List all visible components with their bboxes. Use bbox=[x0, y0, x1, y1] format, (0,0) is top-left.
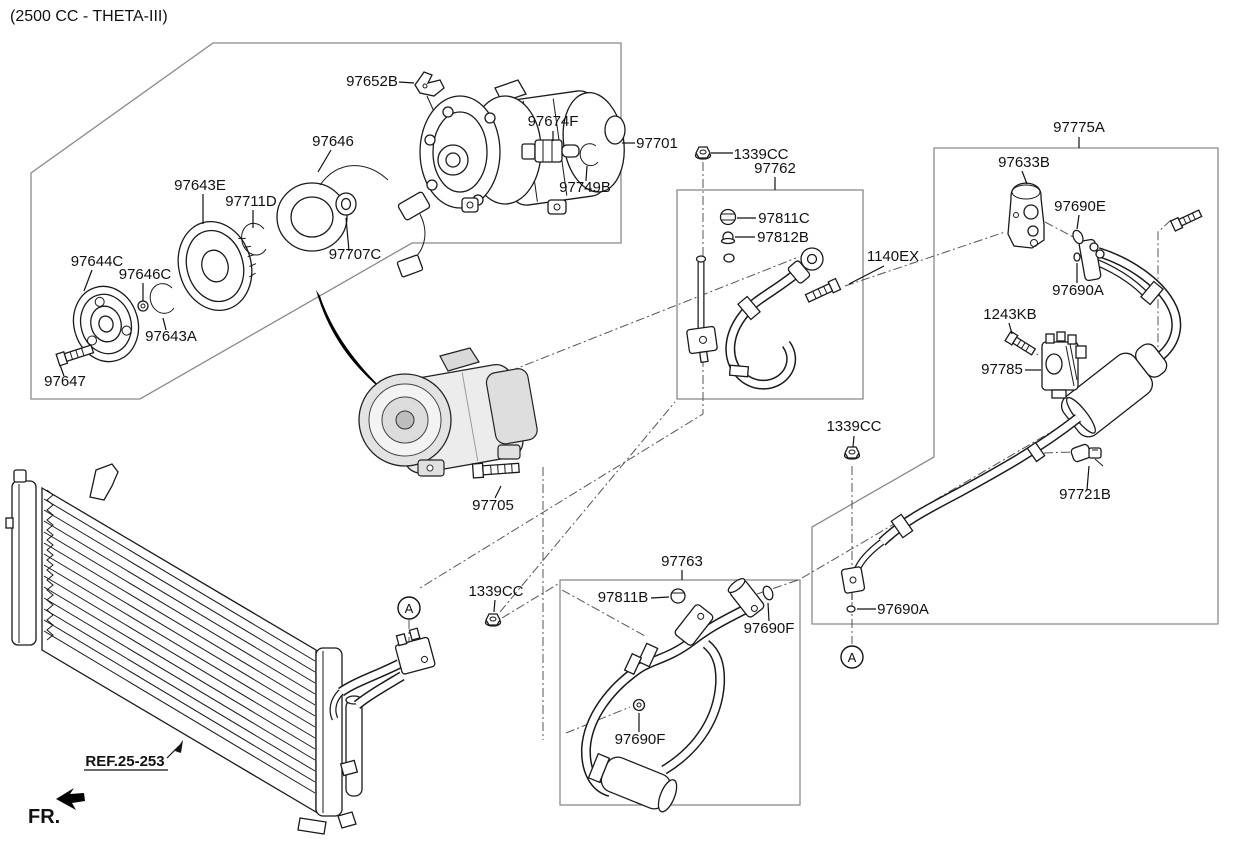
pulley-97643E bbox=[177, 220, 257, 312]
callout-97812B: 97812B bbox=[757, 229, 809, 246]
callout-97762: 97762 bbox=[754, 160, 796, 177]
bracket-97785 bbox=[1041, 331, 1087, 399]
oring-97690F-upper bbox=[762, 585, 774, 601]
callout-97811C: 97811C bbox=[758, 210, 810, 227]
cap-small-97762 bbox=[723, 253, 735, 263]
callout-97690F-upper: 97690F bbox=[744, 620, 795, 637]
washer-97646C bbox=[137, 300, 149, 312]
callout-97690E: 97690E bbox=[1054, 198, 1106, 215]
nut-1339CC-top-icon bbox=[694, 146, 712, 160]
leader-lines bbox=[59, 81, 1090, 732]
callout-97721B: 97721B bbox=[1059, 486, 1111, 503]
bolt-1243KB-icon bbox=[1004, 330, 1037, 356]
hose-97763-assembly bbox=[580, 578, 774, 813]
view-marker-A-left-label: A bbox=[405, 601, 414, 616]
page-title: (2500 CC - THETA-III) bbox=[10, 8, 168, 25]
compressor-exploded-view bbox=[419, 79, 626, 215]
hose-97763-box bbox=[559, 579, 801, 806]
cap-97812B bbox=[720, 231, 736, 245]
callout-97749B: 97749B bbox=[559, 179, 611, 196]
callout-97711D: 97711D bbox=[225, 193, 277, 210]
callout-1339CC-mid: 1339CC bbox=[826, 418, 881, 435]
bearing-97707C bbox=[335, 192, 357, 216]
valve-97674F bbox=[521, 139, 580, 163]
field-coil-97646 bbox=[276, 165, 431, 278]
callout-97643A: 97643A bbox=[145, 328, 197, 345]
clip-97652B bbox=[414, 71, 445, 97]
callout-97705: 97705 bbox=[472, 497, 514, 514]
fr-label: FR. bbox=[28, 806, 60, 828]
callout-97701: 97701 bbox=[636, 135, 678, 152]
clamp-ring bbox=[1026, 441, 1046, 463]
fr-direction-arrow-icon bbox=[56, 788, 85, 810]
callout-97652B: 97652B bbox=[346, 73, 398, 90]
callout-97647: 97647 bbox=[44, 373, 86, 390]
nut-1339CC-left-icon bbox=[484, 613, 502, 627]
condenser bbox=[5, 463, 363, 835]
nut-1339CC-mid-icon bbox=[843, 446, 861, 460]
callout-97643E: 97643E bbox=[174, 177, 226, 194]
callout-97785: 97785 bbox=[981, 361, 1023, 378]
callout-1339CC-top: 1339CC bbox=[733, 146, 788, 163]
view-marker-A-right: A bbox=[840, 645, 864, 669]
sensor-97721B bbox=[1070, 443, 1104, 467]
condenser-corrugation bbox=[46, 489, 54, 641]
callout-1140EX: 1140EX bbox=[867, 248, 919, 265]
construction-lines bbox=[408, 162, 1172, 740]
detail-boxes bbox=[30, 42, 1219, 806]
snap-ring-97643A bbox=[149, 283, 175, 314]
view-marker-A-right-label: A bbox=[848, 650, 857, 665]
condenser-fins bbox=[43, 498, 316, 794]
cap-97811B bbox=[670, 588, 686, 604]
callout-97690A-lower: 97690A bbox=[877, 601, 929, 618]
pipe-97775A-assembly bbox=[840, 238, 1182, 600]
expansion-valve-97633B bbox=[1007, 182, 1045, 249]
callout-97644C: 97644C bbox=[71, 253, 124, 270]
callout-97674F: 97674F bbox=[528, 113, 579, 130]
callout-97690A-upper: 97690A bbox=[1052, 282, 1104, 299]
bolt-top-right-icon bbox=[1169, 209, 1203, 232]
bolt-97705-icon bbox=[471, 462, 520, 479]
hose-97762-assembly bbox=[686, 208, 824, 390]
hose-97762-box bbox=[676, 189, 864, 400]
callout-97646: 97646 bbox=[312, 133, 354, 150]
callout-97775A: 97775A bbox=[1053, 119, 1105, 136]
callout-97633B: 97633B bbox=[998, 154, 1050, 171]
oring-97690A-lower bbox=[846, 605, 856, 613]
callout-97690F-lower: 97690F bbox=[615, 731, 666, 748]
callout-labels: (2500 CC - THETA-III) 97652B 97674F 9774… bbox=[10, 8, 1111, 828]
callout-97707C: 97707C bbox=[329, 246, 382, 263]
callout-1243KB: 1243KB bbox=[983, 306, 1036, 323]
bolt-1140EX-icon bbox=[804, 277, 842, 303]
oring-97690F-lower bbox=[632, 698, 646, 712]
ref-arrow-icon bbox=[84, 740, 183, 771]
pipe-97775A-box bbox=[811, 147, 1219, 625]
snap-ring-97711D bbox=[241, 222, 267, 256]
callout-1339CC-left: 1339CC bbox=[468, 583, 523, 600]
oring-97690A-upper bbox=[1073, 252, 1081, 262]
callout-97811B: 97811B bbox=[598, 589, 649, 606]
bolt-97647-icon bbox=[55, 344, 95, 367]
oring-97690E bbox=[1072, 229, 1084, 245]
clutch-disc-97644C bbox=[72, 285, 140, 363]
condenser-fitting-pipes bbox=[329, 627, 436, 721]
callout-97763: 97763 bbox=[661, 553, 703, 570]
compressor-detail-box bbox=[30, 42, 622, 400]
compressor-assembled bbox=[358, 347, 538, 477]
cap-97811C bbox=[719, 208, 737, 226]
callout-97646C: 97646C bbox=[119, 266, 172, 283]
view-marker-A-left: A bbox=[397, 596, 421, 620]
ref-label: REF.25-253 bbox=[85, 753, 164, 770]
snap-ring-97749B bbox=[579, 143, 599, 167]
